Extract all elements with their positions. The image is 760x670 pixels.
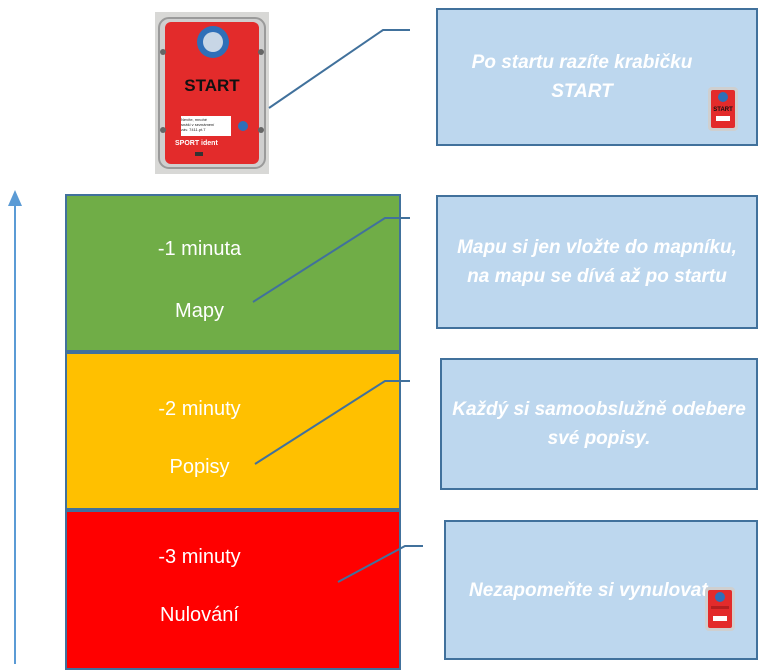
time-arrow-head	[8, 190, 22, 206]
start-box-sticker-text: Nevíte, mnohé snáší v seznámení záv. 741…	[181, 117, 215, 132]
block-time-label: -3 minuty	[158, 546, 241, 568]
callout-text: Mapu si jen vložte do mapníku, na mapu s…	[457, 237, 737, 287]
connector-start	[268, 29, 410, 109]
block-name-label: Popisy	[169, 456, 230, 478]
connector-clear	[337, 545, 423, 583]
block-minus-2-minutes: -2 minuty Popisy	[65, 352, 401, 510]
start-box-mini-icon: START	[707, 86, 739, 132]
clear-box-mini-icon	[704, 586, 736, 632]
time-arrow-line	[14, 205, 16, 664]
block-minus-1-minute: -1 minuta Mapy	[65, 194, 401, 352]
callout-descriptions: Každý si samoobslužně odebere své popisy…	[440, 358, 758, 490]
callout-text: Po startu razíte krabičku START	[471, 52, 693, 102]
start-box-photo: START Nevíte, mnohé snáší v seznámení zá…	[155, 12, 269, 174]
block-time-label: -1 minuta	[157, 238, 242, 260]
callout-text: Každý si samoobslužně odebere své popisy…	[452, 399, 746, 449]
block-name-label: Nulování	[160, 604, 239, 626]
svg-text:START: START	[713, 107, 733, 113]
start-box-brand: SPORT ident	[175, 140, 218, 147]
block-time-label: -2 minuty	[158, 398, 241, 420]
callout-text: Nezapomeňte si vynulovat.	[469, 579, 713, 601]
block-name-label: Mapy	[175, 300, 224, 322]
connector-map	[252, 217, 410, 303]
start-box-label: START	[184, 76, 240, 95]
callout-start-punch: Po startu razíte krabičku START	[436, 8, 758, 146]
callout-map: Mapu si jen vložte do mapníku, na mapu s…	[436, 195, 758, 329]
connector-descriptions	[254, 380, 410, 465]
